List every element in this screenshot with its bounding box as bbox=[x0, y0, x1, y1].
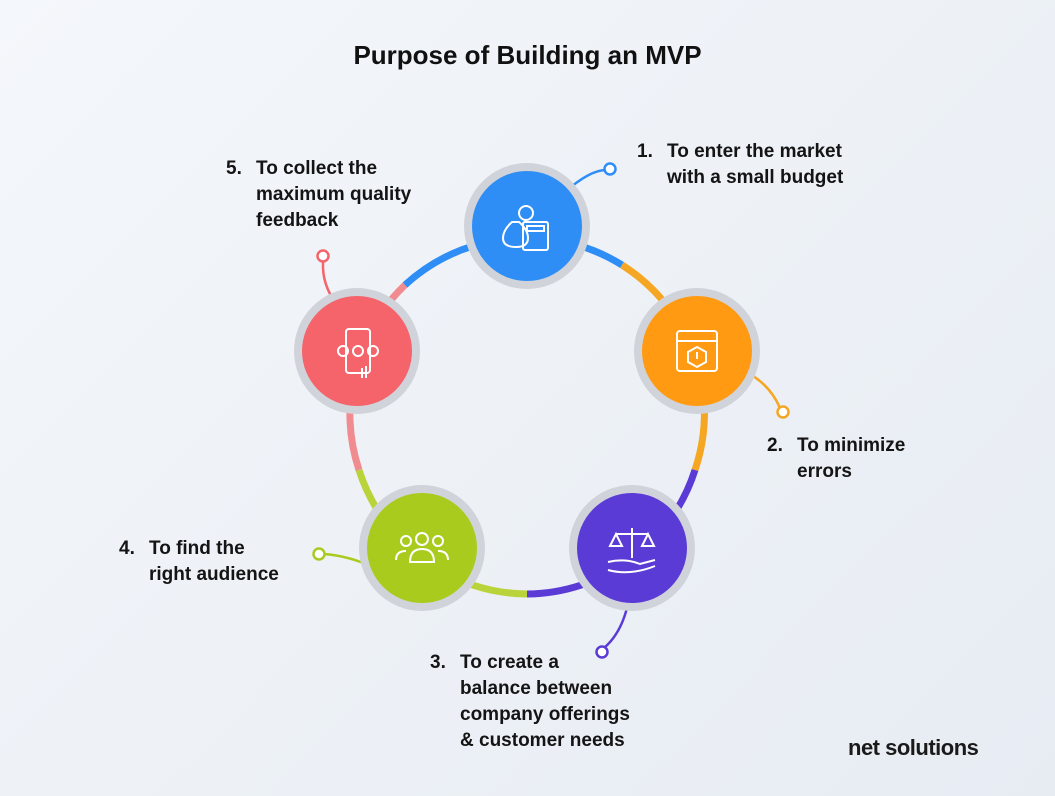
node-5-fill bbox=[302, 296, 412, 406]
connector-dot-2 bbox=[776, 405, 790, 419]
connector-dot-1 bbox=[603, 162, 617, 176]
step-4-number: 4. bbox=[119, 538, 135, 559]
node-2 bbox=[634, 288, 760, 414]
step-3: 3. To create a balance between company o… bbox=[430, 650, 630, 754]
step-2-text: To minimize errors bbox=[797, 435, 906, 482]
money-bag-calculator-icon bbox=[501, 205, 549, 251]
connector-dot-4 bbox=[312, 547, 326, 561]
node-5 bbox=[294, 288, 420, 414]
audience-group-icon bbox=[395, 532, 449, 563]
step-4-text: To find the right audience bbox=[149, 538, 279, 585]
step-3-number: 3. bbox=[430, 652, 446, 673]
step-1: 1. To enter the market with a small budg… bbox=[637, 139, 843, 191]
step-5-number: 5. bbox=[226, 158, 242, 179]
connector-dot-3 bbox=[595, 645, 609, 659]
step-1-text: To enter the market with a small budget bbox=[667, 141, 844, 188]
step-1-number: 1. bbox=[637, 141, 653, 162]
brand-logo: net solutions bbox=[848, 735, 979, 760]
step-4: 4. To find the right audience bbox=[119, 536, 279, 588]
phone-feedback-icon bbox=[337, 328, 379, 378]
scale-hand-icon bbox=[607, 528, 656, 574]
node-2-fill bbox=[642, 296, 752, 406]
node-4 bbox=[359, 485, 485, 611]
step-5: 5. To collect the maximum quality feedba… bbox=[226, 156, 411, 234]
connector-dot-5 bbox=[316, 249, 330, 263]
step-2-number: 2. bbox=[767, 435, 783, 456]
step-5-text: To collect the maximum quality feedback bbox=[256, 158, 412, 231]
step-2: 2. To minimize errors bbox=[767, 433, 905, 485]
node-3 bbox=[569, 485, 695, 611]
step-3-text: To create a balance between company offe… bbox=[460, 652, 630, 751]
node-1 bbox=[464, 163, 590, 289]
page-title: Purpose of Building an MVP bbox=[353, 40, 702, 70]
browser-warning-icon bbox=[676, 330, 718, 372]
